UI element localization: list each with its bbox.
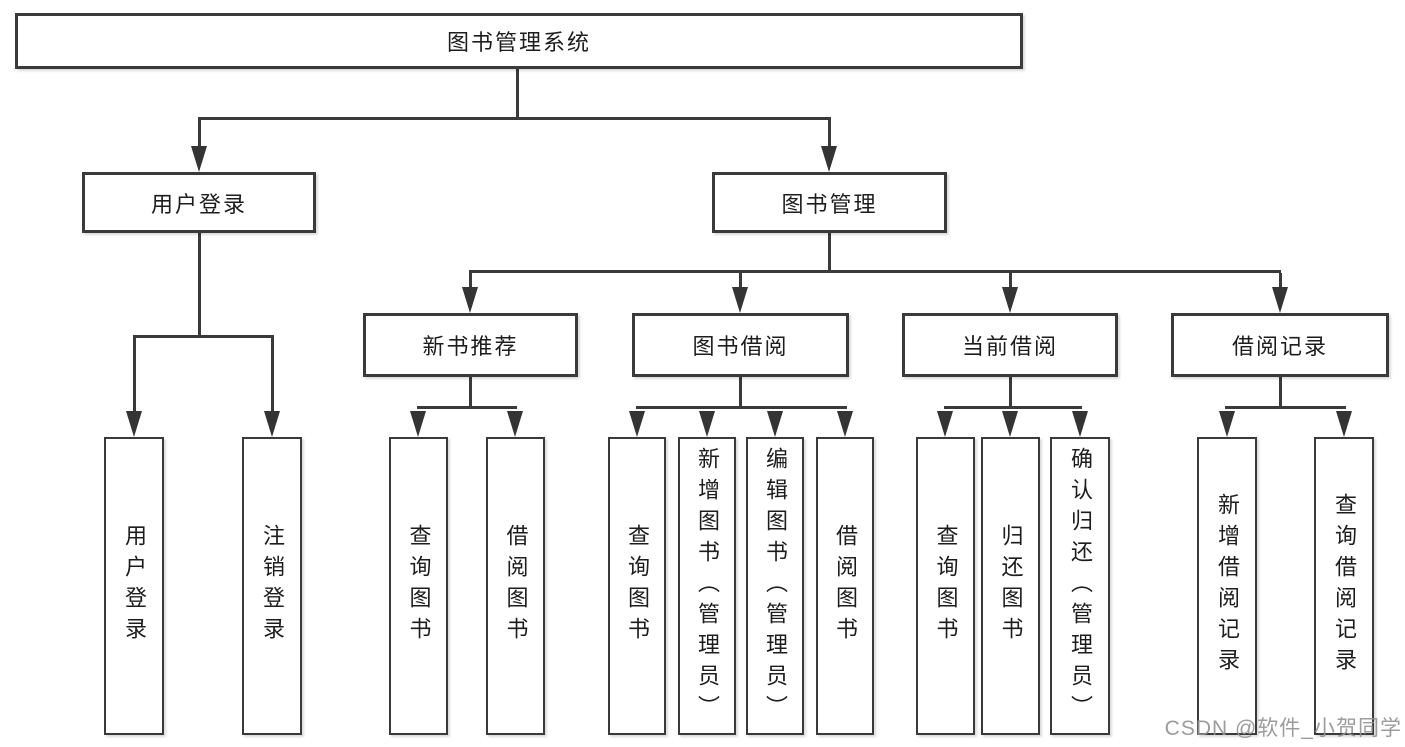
node-label: 图书借阅: [692, 334, 789, 359]
connector-borrowing-trunk: [739, 377, 742, 408]
leaf-query-books-recommend: 查询图书: [389, 437, 448, 735]
node-label: 借阅图书: [503, 524, 529, 648]
arrow-down-icon: [191, 146, 207, 172]
node-current-borrowing: 当前借阅: [902, 313, 1118, 377]
node-label: 图书管理: [781, 191, 878, 217]
node-book-management: 图书管理: [712, 172, 947, 233]
connector-records-trunk: [1279, 377, 1282, 408]
connector-drop-leaf: [739, 273, 742, 291]
arrow-down-icon: [462, 287, 478, 313]
arrow-down-icon: [1002, 287, 1018, 313]
leaf-borrow-books-borrowing: 借阅图书: [816, 437, 874, 735]
arrow-down-icon: [126, 411, 142, 437]
arrow-down-icon: [821, 146, 837, 172]
node-label: 确认归还（管理员）: [1068, 446, 1093, 726]
node-new-book-recommendation: 新书推荐: [363, 313, 578, 377]
connector-book-management-trunk: [828, 233, 831, 270]
leaf-logout: 注销登录: [242, 437, 302, 735]
connector-borrowing-bar: [636, 406, 847, 409]
leaf-query-books-borrowing: 查询图书: [608, 437, 666, 735]
node-label: 当前借阅: [961, 334, 1058, 359]
leaf-confirm-return-admin: 确认归还（管理员）: [1050, 437, 1110, 735]
leaf-return-books: 归还图书: [981, 437, 1040, 735]
connector-root-trunk: [516, 69, 519, 117]
connector-user-login-trunk: [198, 233, 201, 335]
arrow-down-icon: [629, 411, 645, 437]
watermark: CSDN @软件_小贺同学: [1164, 717, 1402, 740]
connector-drop-leaf: [469, 273, 472, 291]
node-label: 查询图书: [625, 524, 650, 648]
leaf-add-borrow-record: 新增借阅记录: [1197, 437, 1257, 735]
arrow-down-icon: [1336, 411, 1352, 437]
connector-drop-leaf: [1009, 273, 1012, 291]
node-label: 用户登录: [150, 191, 247, 217]
connector-current-trunk: [1009, 377, 1012, 408]
leaf-add-books-admin: 新增图书（管理员）: [678, 437, 736, 735]
node-label: 图书管理系统: [446, 30, 591, 55]
node-label: 新书推荐: [422, 334, 519, 359]
node-borrowing-records: 借阅记录: [1171, 313, 1389, 377]
arrow-down-icon: [507, 411, 523, 437]
connector-drop-user-login: [198, 117, 201, 152]
arrow-down-icon: [1072, 411, 1088, 437]
arrow-down-icon: [732, 287, 748, 313]
arrow-down-icon: [1002, 411, 1018, 437]
node-label: 新增图书（管理员）: [695, 446, 720, 726]
arrow-down-icon: [699, 411, 715, 437]
node-user-login: 用户登录: [82, 172, 316, 233]
leaf-query-borrow-record: 查询借阅记录: [1314, 437, 1374, 735]
connector-level2-bar: [198, 117, 831, 120]
arrow-down-icon: [837, 411, 853, 437]
connector-current-bar: [944, 406, 1082, 409]
connector-drop-book-management: [828, 117, 831, 152]
connector-user-login-bar: [133, 335, 274, 338]
connector-recommend-bar: [417, 406, 517, 409]
arrow-down-icon: [937, 411, 953, 437]
arrow-down-icon: [264, 411, 280, 437]
connector-level3-bar: [469, 270, 1281, 273]
arrow-down-icon: [1219, 411, 1235, 437]
node-book-borrowing: 图书借阅: [632, 313, 849, 377]
node-library-management-system: 图书管理系统: [15, 13, 1023, 69]
node-label: 用户登录: [122, 524, 147, 648]
leaf-query-books-current: 查询图书: [916, 437, 975, 735]
leaf-user-login: 用户登录: [104, 437, 164, 735]
leaf-edit-books-admin: 编辑图书（管理员）: [746, 437, 804, 735]
node-label: 编辑图书（管理员）: [763, 446, 788, 726]
connector-drop-leaf: [133, 335, 136, 415]
arrow-down-icon: [767, 411, 783, 437]
node-label: 借阅记录: [1231, 334, 1328, 359]
arrow-down-icon: [410, 411, 426, 437]
arrow-down-icon: [1272, 287, 1288, 313]
connector-drop-leaf: [1279, 273, 1282, 291]
connector-drop-leaf: [271, 335, 274, 415]
connector-records-bar: [1225, 406, 1346, 409]
node-label: 查询图书: [933, 524, 959, 648]
node-label: 借阅图书: [833, 524, 858, 648]
node-label: 查询图书: [406, 524, 432, 648]
leaf-borrow-books-recommend: 借阅图书: [486, 437, 545, 735]
node-label: 归还图书: [998, 524, 1024, 648]
node-label: 注销登录: [260, 524, 285, 648]
connector-recommend-trunk: [469, 377, 472, 408]
node-label: 查询借阅记录: [1332, 493, 1357, 679]
node-label: 新增借阅记录: [1215, 493, 1240, 679]
